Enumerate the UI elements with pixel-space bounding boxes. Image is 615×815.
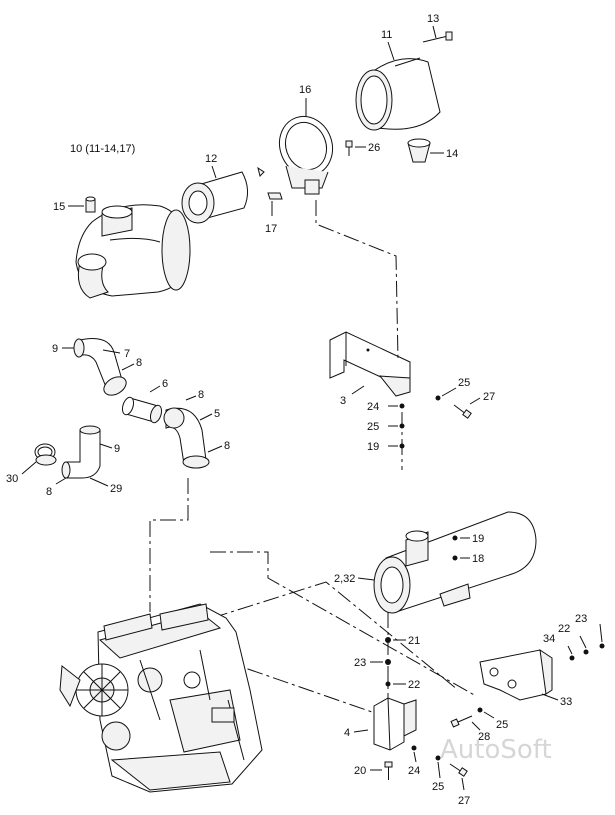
callout-23a: 23 — [354, 657, 366, 669]
part-2-muffler — [373, 511, 537, 614]
callout-16: 16 — [299, 84, 311, 96]
part-33-bracket — [479, 648, 553, 701]
callout-24b: 24 — [408, 765, 420, 777]
part-13-bolt — [422, 31, 453, 43]
part-6-pipe — [121, 396, 163, 424]
callout-8b: 8 — [198, 389, 204, 401]
part-clip — [257, 166, 265, 177]
callout-25c: 25 — [432, 781, 444, 793]
callout-11: 11 — [381, 29, 392, 41]
callout-8c: 8 — [224, 440, 230, 452]
callout-20: 20 — [354, 765, 366, 777]
part-27-bolt-lower — [449, 763, 468, 777]
callout-7: 7 — [124, 348, 130, 360]
part-30-clamp-ring — [34, 443, 57, 466]
callout-19a: 19 — [367, 441, 379, 453]
callout-4: 4 — [344, 727, 350, 739]
part-29-elbow — [61, 425, 101, 479]
part-27-bolt — [453, 404, 472, 419]
part-4-bracket — [373, 697, 417, 751]
part-12-rubber-hose — [181, 171, 248, 224]
watermark: AutoSoft — [440, 735, 552, 765]
callout-19b: 19 — [472, 533, 484, 545]
callout-17: 17 — [265, 223, 277, 235]
callout-26: 26 — [368, 142, 380, 154]
callout-25d: 25 — [496, 719, 508, 731]
callout-3: 3 — [340, 395, 346, 407]
callout-23b: 23 — [575, 613, 587, 625]
callout-8a: 8 — [136, 357, 142, 369]
callout-13: 13 — [427, 13, 439, 25]
callout-30: 30 — [6, 473, 18, 485]
part-5-elbow-hose — [163, 407, 210, 469]
callout-25b: 25 — [458, 377, 470, 389]
group-label: 10 (11-14,17) — [70, 143, 135, 155]
callout-15: 15 — [53, 201, 65, 213]
part-15-cap — [85, 196, 96, 213]
callout-9a: 9 — [52, 343, 58, 355]
callout-12: 12 — [205, 153, 217, 165]
alignment-lines — [149, 200, 477, 713]
callout-24a: 24 — [367, 401, 379, 413]
callout-29: 29 — [110, 483, 122, 495]
part-26-screw — [345, 140, 353, 156]
callout-18: 18 — [472, 553, 484, 565]
callout-27b: 27 — [458, 795, 470, 807]
part-7-elbow-hose — [73, 338, 127, 396]
air-cleaner-body — [75, 204, 191, 299]
callout-14: 14 — [446, 148, 458, 160]
callout-9b: 9 — [114, 443, 120, 455]
part-3-bracket — [329, 331, 411, 397]
callout-2-32: 2,32 — [334, 573, 355, 585]
callout-6: 6 — [162, 378, 168, 390]
part-28-bolt — [450, 715, 473, 728]
part-17-nut — [267, 192, 283, 200]
callout-22a: 22 — [408, 679, 420, 691]
callout-8d: 8 — [46, 486, 52, 498]
callout-27a: 27 — [483, 391, 495, 403]
callout-5: 5 — [214, 408, 220, 420]
part-11-cylinder-cover — [355, 57, 441, 131]
callout-34: 34 — [543, 633, 555, 645]
engine-assembly — [59, 603, 263, 793]
part-16-band-clamp — [279, 115, 333, 195]
callout-25a: 25 — [367, 421, 379, 433]
part-20-bolt — [384, 761, 393, 780]
callout-33: 33 — [560, 696, 572, 708]
callout-21: 21 — [408, 635, 420, 647]
part-14-rubber-cap — [407, 138, 431, 163]
callout-28: 28 — [478, 731, 490, 743]
callout-22b: 22 — [558, 623, 570, 635]
